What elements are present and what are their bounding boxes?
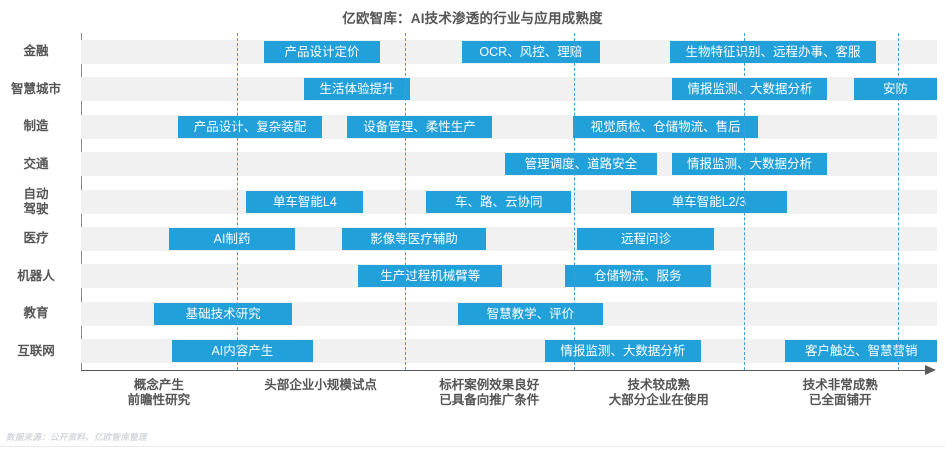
bar-segment[interactable]: 影像等医疗辅助 <box>342 227 486 250</box>
x-axis-stage-label-2: 头部企业小规模试点 <box>216 378 426 393</box>
x-axis-stage-label-4: 技术较成熟大部分企业在使用 <box>554 378 764 408</box>
bar-segment[interactable]: 产品设计定价 <box>264 40 380 63</box>
bar-segment[interactable]: AI内容产生 <box>171 340 313 363</box>
bar-segment[interactable]: 单车智能L2/3 <box>630 190 788 213</box>
bar-segment[interactable]: 基础技术研究 <box>153 302 293 325</box>
bar-segment[interactable]: 车、路、云协同 <box>425 190 572 213</box>
y-axis-label-line: 医疗 <box>23 231 49 246</box>
row-band <box>81 264 937 289</box>
x-axis-stage-label-line: 前瞻性研究 <box>127 393 191 407</box>
y-axis-label-line: 自动 <box>23 186 49 201</box>
bar-segment[interactable]: 单车智能L4 <box>246 190 364 213</box>
bar-segment[interactable]: 情报监测、大数据分析 <box>544 340 701 363</box>
bar-segment[interactable]: 远程问诊 <box>577 227 715 250</box>
bar-segment[interactable]: 设备管理、柔性生产 <box>347 115 492 138</box>
x-axis-stage-label-line: 概念产生 <box>133 378 184 392</box>
bar-segment[interactable]: 管理调度、道路安全 <box>504 153 658 176</box>
chart-plot-wrapper: 金融 产品设计定价 OCR、风控、理赔 生物特征识别、远程办事、客服智慧城市 生活体验提… <box>0 30 945 375</box>
bar-segment[interactable]: 情报监测、大数据分析 <box>671 153 828 176</box>
bar-segment[interactable]: 客户触达、智慧营销 <box>785 340 937 363</box>
stage-divider-1 <box>236 33 238 370</box>
stage-divider-3 <box>574 33 576 370</box>
x-axis-stage-label-3: 标杆案例效果良好已具备向推广条件 <box>384 378 594 408</box>
x-axis-arrow-icon <box>925 364 936 375</box>
bar-segment[interactable]: AI制药 <box>169 227 295 250</box>
stage-divider-5 <box>898 33 900 370</box>
bar-segment[interactable]: 视觉质检、仓储物流、售后 <box>573 115 759 138</box>
stage-divider-2 <box>404 33 406 370</box>
y-axis-label-自动驾驶: 自动驾驶 <box>0 187 72 217</box>
y-axis-label-line: 金融 <box>23 44 49 59</box>
page-title: 亿欧智库：AI技术渗透的行业与应用成熟度 <box>342 11 603 26</box>
x-axis-stage-label-5: 技术非常成熟已全面铺开 <box>735 378 945 408</box>
x-axis-stage-label-line: 技术较成熟 <box>627 378 691 392</box>
y-axis-label-line: 教育 <box>23 306 49 321</box>
x-axis-stage-label-line: 已具备向推广条件 <box>439 393 540 407</box>
y-axis-label-line: 智慧城市 <box>10 81 61 96</box>
y-axis-label-教育: 教育 <box>0 306 72 321</box>
y-axis-label-金融: 金融 <box>0 44 72 59</box>
y-axis-label-智慧城市: 智慧城市 <box>0 82 72 97</box>
bar-segment[interactable]: 智慧教学、评价 <box>457 302 604 325</box>
x-axis-stage-label-line: 大部分企业在使用 <box>608 393 709 407</box>
y-axis-label-制造: 制造 <box>0 119 72 134</box>
x-axis-stage-label-line: 标杆案例效果良好 <box>439 378 540 392</box>
y-axis-label-line: 交通 <box>23 156 49 171</box>
x-axis-stage-label-line: 技术非常成熟 <box>802 378 878 392</box>
y-axis-label-交通: 交通 <box>0 157 72 172</box>
bar-segment[interactable]: 生物特征识别、远程办事、客服 <box>669 40 877 63</box>
x-axis-line <box>81 370 926 372</box>
y-axis-label-互联网: 互联网 <box>0 344 72 359</box>
y-axis-label-line: 驾驶 <box>23 201 49 216</box>
y-axis-label-line: 互联网 <box>17 343 55 358</box>
source-footnote: 数据来源：公开资料、亿欧智库整理 <box>6 432 147 442</box>
x-axis-stage-label-1: 概念产生前瞻性研究 <box>54 378 264 408</box>
y-axis-label-line: 机器人 <box>17 268 55 283</box>
y-axis-label-医疗: 医疗 <box>0 231 72 246</box>
stage-divider-4 <box>743 33 745 370</box>
bar-segment[interactable]: 仓储物流、服务 <box>564 265 711 288</box>
bar-segment[interactable]: OCR、风控、理赔 <box>461 40 600 63</box>
x-axis-stage-label-line: 已全面铺开 <box>809 393 872 407</box>
bar-segment[interactable]: 生产过程机械臂等 <box>358 265 503 288</box>
bar-segment[interactable]: 产品设计、复杂装配 <box>177 115 323 138</box>
bar-segment[interactable]: 情报监测、大数据分析 <box>672 78 828 101</box>
y-axis-label-line: 制造 <box>23 119 49 134</box>
x-axis-stage-label-line: 头部企业小规模试点 <box>264 378 377 392</box>
y-axis-label-机器人: 机器人 <box>0 269 72 284</box>
bar-segment[interactable]: 生活体验提升 <box>304 78 410 101</box>
footer-divider <box>0 446 945 447</box>
bar-segment[interactable]: 安防 <box>853 78 937 101</box>
